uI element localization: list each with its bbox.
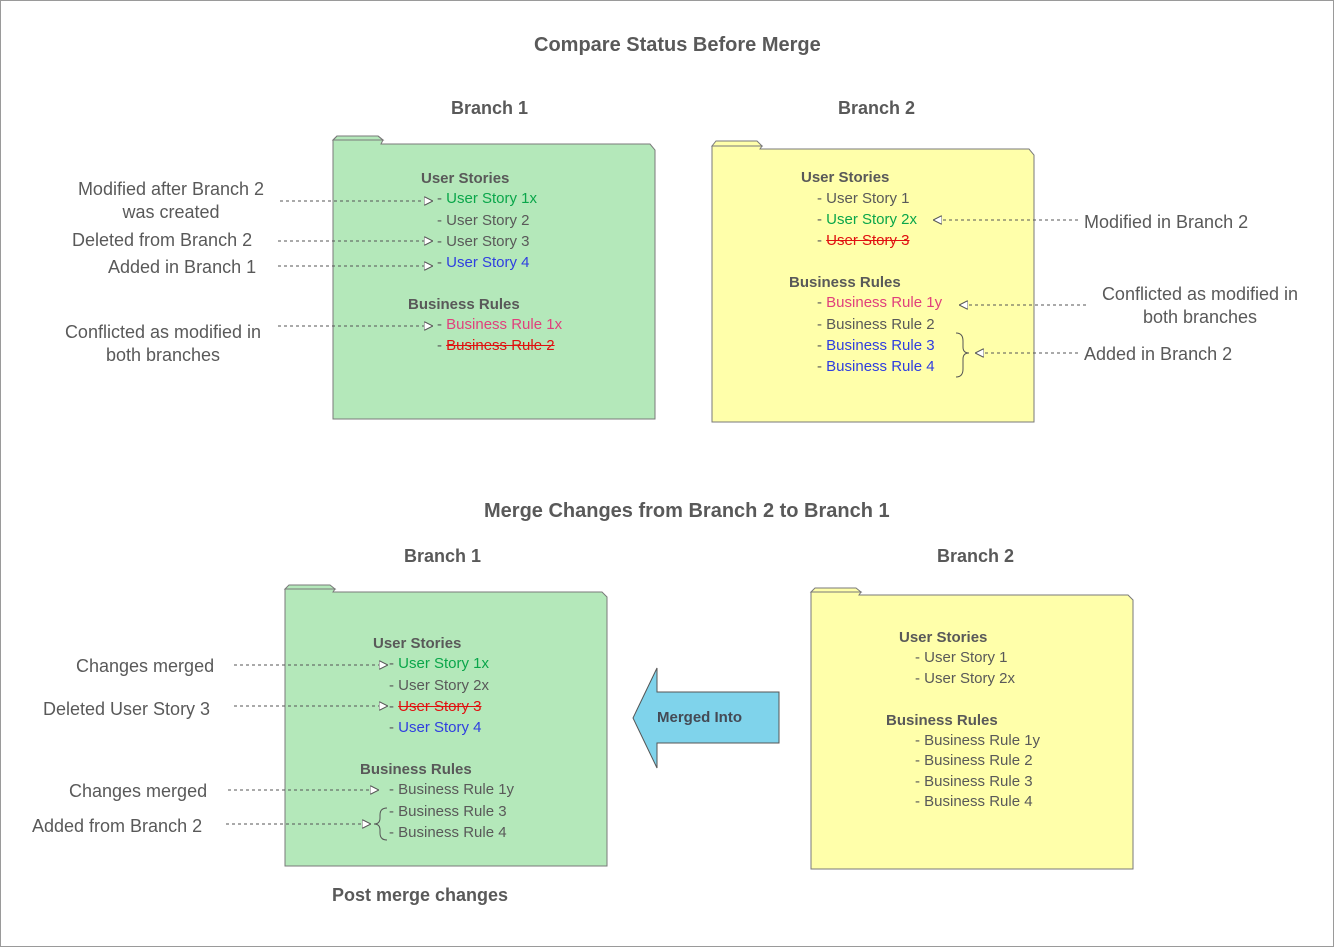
bottom-b2-business-rules-label: Business Rules xyxy=(886,712,998,729)
annotation-conflicted-left: Conflicted as modified in both branches xyxy=(64,322,262,365)
top-b2-us3: - User Story 3 xyxy=(817,232,910,249)
bottom-b1-us1: - User Story 1x xyxy=(389,655,490,672)
bottom-b2-br1: - Business Rule 1y xyxy=(915,732,1041,749)
bottom-title: Merge Changes from Branch 2 to Branch 1 xyxy=(484,500,890,522)
top-branch1-header: Branch 1 xyxy=(451,98,529,118)
bottom-b2-us2: - User Story 2x xyxy=(915,670,1016,687)
top-b2-user-stories-label: User Stories xyxy=(801,169,890,186)
brace-added-in-b2 xyxy=(955,332,970,378)
bottom-b1-br3: - Business Rule 3 xyxy=(389,803,507,820)
bottom-branch1-folder xyxy=(283,584,608,867)
top-b1-br2: - Business Rule 2 xyxy=(437,337,555,354)
bottom-branch2-folder xyxy=(809,587,1134,870)
bottom-b1-us4: - User Story 4 xyxy=(389,719,482,736)
bottom-b2-br4: - Business Rule 4 xyxy=(915,793,1033,810)
bottom-b1-business-rules-label: Business Rules xyxy=(360,761,472,778)
bottom-b1-us3: - User Story 3 xyxy=(389,698,482,715)
annotation-added-in-b1: Added in Branch 1 xyxy=(108,257,257,277)
top-b2-br4: - Business Rule 4 xyxy=(817,358,935,375)
annotation-changes-merged-2: Changes merged xyxy=(69,781,208,801)
top-b2-br1: - Business Rule 1y xyxy=(817,294,943,311)
top-branch2-header: Branch 2 xyxy=(838,98,916,118)
bottom-b2-br2: - Business Rule 2 xyxy=(915,752,1033,769)
annotation-changes-merged-1: Changes merged xyxy=(76,656,215,676)
top-b2-business-rules-label: Business Rules xyxy=(789,274,901,291)
top-b1-us1: - User Story 1x xyxy=(437,190,538,207)
top-b2-us2: - User Story 2x xyxy=(817,211,918,228)
annotation-modified-in-b2: Modified in Branch 2 xyxy=(1084,212,1249,232)
top-b1-us2: - User Story 2 xyxy=(437,212,530,229)
merge-arrow xyxy=(632,667,780,769)
top-branch2-folder xyxy=(710,140,1035,423)
bottom-b1-us2: - User Story 2x xyxy=(389,677,490,694)
bottom-b1-br4: - Business Rule 4 xyxy=(389,824,507,841)
bottom-b2-user-stories-label: User Stories xyxy=(899,629,988,646)
top-b1-br1: - Business Rule 1x xyxy=(437,316,563,333)
brace-added-from-b2 xyxy=(373,807,388,841)
annotation-modified-after: Modified after Branch 2 was created xyxy=(77,179,265,222)
annotation-added-from-b2: Added from Branch 2 xyxy=(32,816,203,836)
bottom-b1-user-stories-label: User Stories xyxy=(373,635,462,652)
bottom-b2-br3: - Business Rule 3 xyxy=(915,773,1033,790)
top-b2-br3: - Business Rule 3 xyxy=(817,337,935,354)
annotation-deleted-from: Deleted from Branch 2 xyxy=(72,230,253,250)
post-merge-caption: Post merge changes xyxy=(332,885,509,905)
annotation-deleted-us3: Deleted User Story 3 xyxy=(43,699,211,719)
top-b2-us1: - User Story 1 xyxy=(817,190,910,207)
annotation-added-in-b2: Added in Branch 2 xyxy=(1084,344,1233,364)
annotation-conflicted-right: Conflicted as modified in both branches xyxy=(1101,284,1299,327)
bottom-b2-us1: - User Story 1 xyxy=(915,649,1008,666)
top-b1-business-rules-label: Business Rules xyxy=(408,296,520,313)
top-branch1-folder xyxy=(331,135,656,420)
bottom-branch1-header: Branch 1 xyxy=(404,546,482,566)
top-b1-us4: - User Story 4 xyxy=(437,254,530,271)
top-b2-br2: - Business Rule 2 xyxy=(817,316,935,333)
merge-arrow-label: Merged Into xyxy=(657,709,742,726)
top-title: Compare Status Before Merge xyxy=(534,34,821,56)
top-b1-user-stories-label: User Stories xyxy=(421,170,510,187)
bottom-b1-br1: - Business Rule 1y xyxy=(389,781,515,798)
bottom-branch2-header: Branch 2 xyxy=(937,546,1015,566)
top-b1-us3: - User Story 3 xyxy=(437,233,530,250)
